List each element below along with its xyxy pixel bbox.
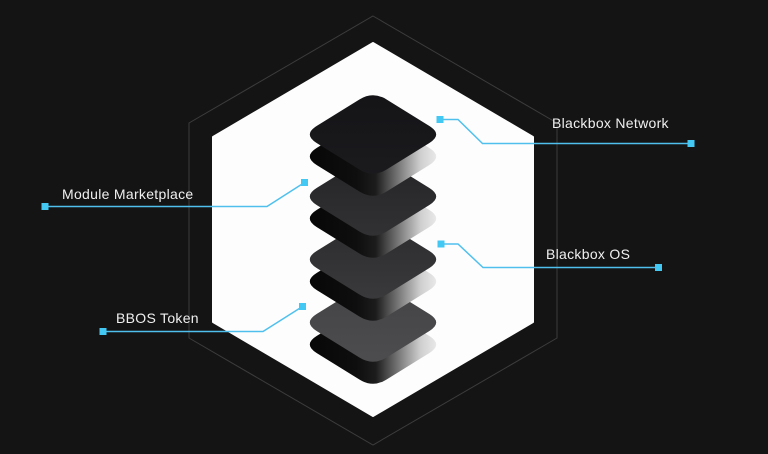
connector-bbos-token: [99, 303, 306, 335]
connector-line-blackbox-network: [440, 118, 691, 145]
connector-blackbox-os: [437, 240, 662, 271]
connector-endpoint: [299, 303, 306, 310]
connector-line-bbos-token: [103, 305, 303, 333]
connector-endpoint: [655, 264, 662, 271]
connector-endpoint: [436, 116, 444, 123]
connector-endpoint: [437, 240, 445, 248]
connector-endpoint: [301, 179, 308, 186]
connector-module-marketplace: [41, 179, 308, 210]
connector-line-module-marketplace: [45, 181, 305, 208]
label-blackbox-os: Blackbox OS: [546, 246, 631, 262]
hexagon-outline: [188, 15, 558, 446]
connector-blackbox-network: [436, 116, 695, 147]
label-blackbox-network: Blackbox Network: [552, 115, 669, 131]
connector-endpoint: [41, 203, 49, 210]
label-module-marketplace: Module Marketplace: [62, 186, 194, 202]
connector-line-blackbox-os: [441, 243, 659, 269]
connector-endpoint: [687, 140, 695, 147]
connector-endpoint: [99, 328, 107, 335]
label-bbos-token: BBOS Token: [116, 310, 199, 326]
